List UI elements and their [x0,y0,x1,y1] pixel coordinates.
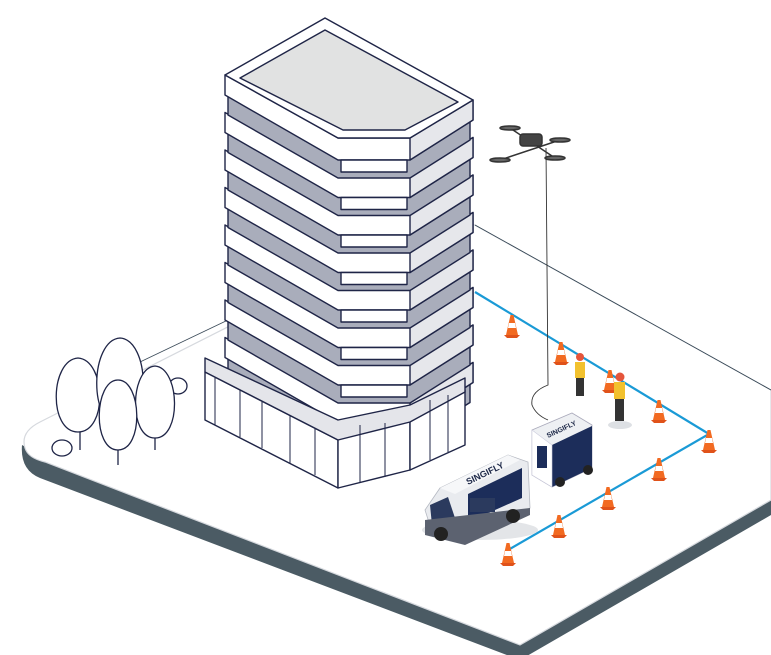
operators [575,353,632,429]
traffic-cone-icon [600,487,616,510]
generator: SINGIFLY [531,412,593,488]
window [340,309,408,323]
building [204,17,474,489]
traffic-cone-icon [701,430,717,453]
traffic-cone-icon [651,458,667,481]
window [340,234,408,248]
tether-cable [531,147,549,421]
traffic-cone-icon [553,342,569,365]
van: SINGIFLY [422,454,538,545]
traffic-cone-icon [651,400,667,423]
window [340,384,408,398]
window [340,346,408,361]
trees [51,337,188,465]
traffic-cone-icon [500,543,516,566]
drone-icon [489,125,571,163]
traffic-cone-icon [551,515,567,538]
window [340,196,408,211]
traffic-cones [500,315,717,566]
traffic-cone-icon [504,315,520,338]
window [340,159,408,173]
window [340,271,408,286]
platform-side [21,445,771,655]
